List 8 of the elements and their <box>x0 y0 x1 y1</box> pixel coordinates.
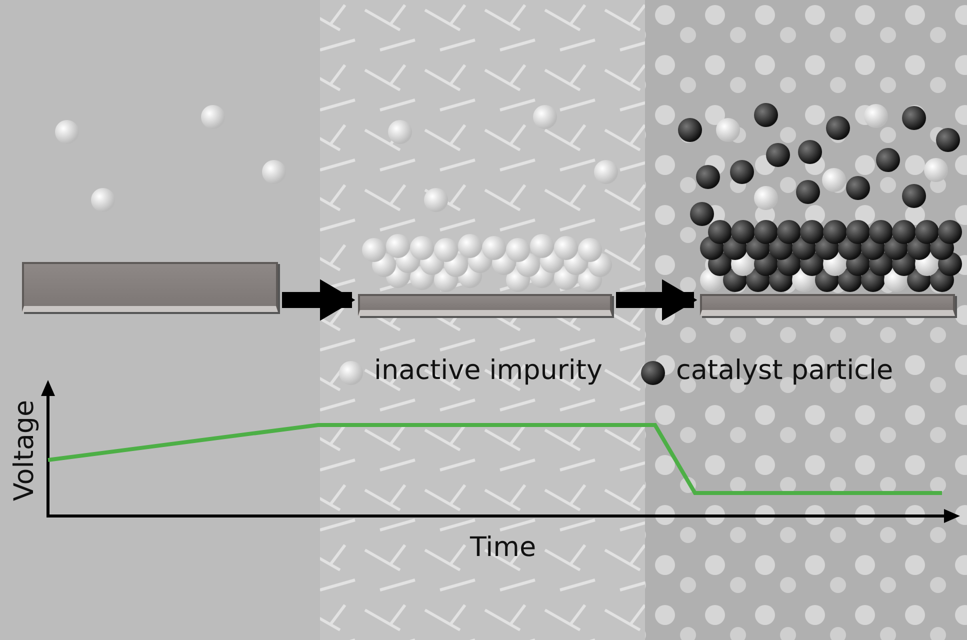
legend-label: inactive impurity <box>374 355 602 386</box>
electrode-slab <box>700 294 955 316</box>
electrode-slab <box>22 262 278 312</box>
arrow <box>282 279 356 321</box>
legend-label: catalyst particle <box>676 355 894 386</box>
electrode-slab <box>358 294 612 316</box>
axis-label: Voltage <box>9 400 40 502</box>
axis-label: Time <box>470 532 536 563</box>
